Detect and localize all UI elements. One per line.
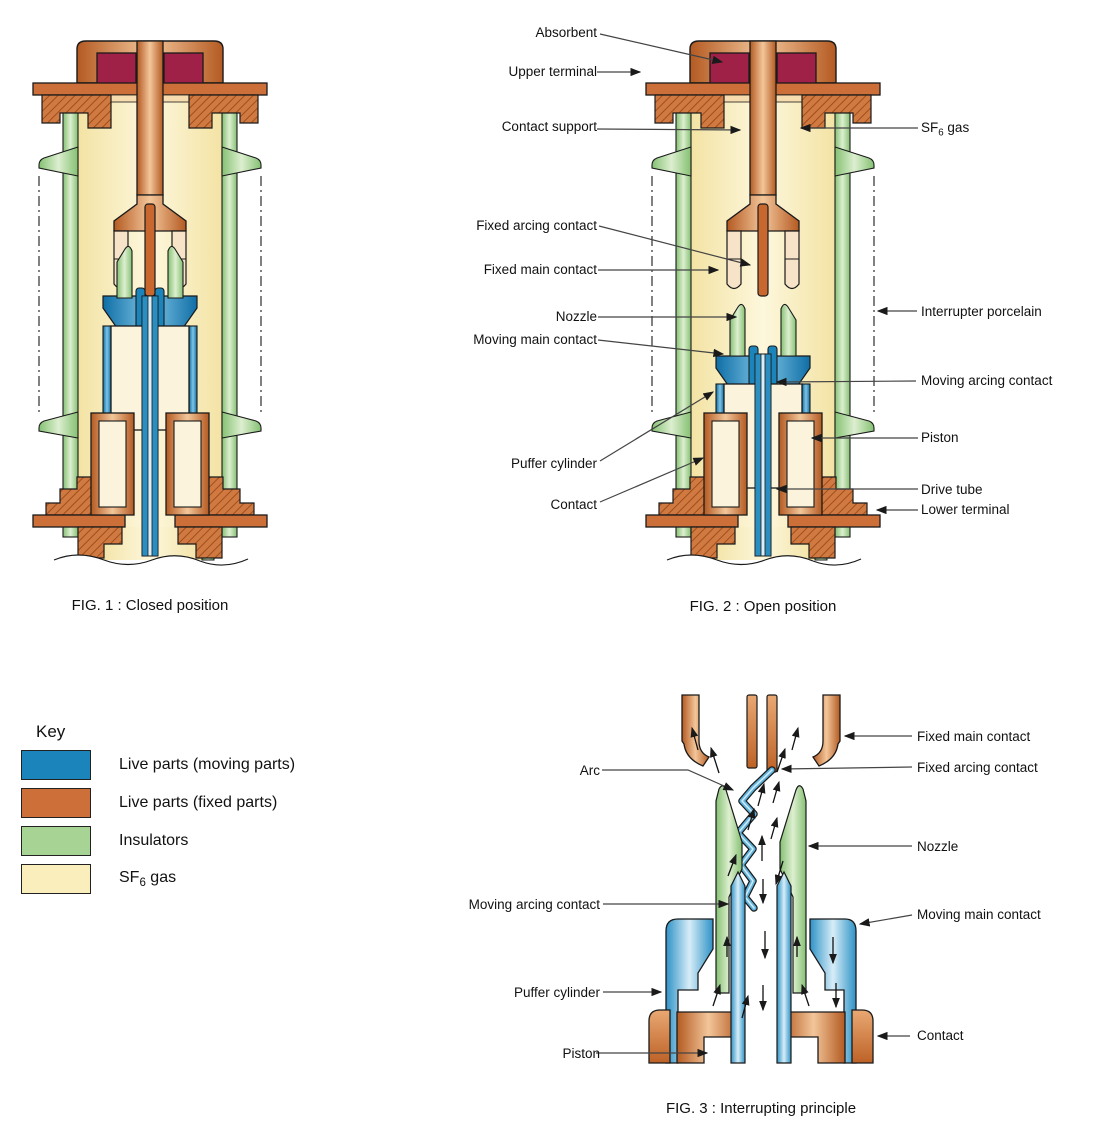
label-fig3-contact: Contact: [917, 1028, 964, 1043]
label-fig3-moving-main-contact: Moving main contact: [917, 907, 1041, 922]
label-contact: Contact: [550, 497, 597, 512]
label-interrupter-porcelain: Interrupter porcelain: [921, 304, 1042, 319]
label-fig3-puffer-cylinder: Puffer cylinder: [513, 985, 600, 1000]
label-fig3-piston: Piston: [562, 1046, 600, 1061]
label-puffer-cylinder: Puffer cylinder: [510, 456, 597, 471]
key-label-insulators: Insulators: [119, 832, 189, 849]
key-swatch-sf6-gas: [21, 864, 91, 894]
key-swatch-moving-parts: [21, 750, 91, 780]
label-upper-terminal: Upper terminal: [508, 64, 597, 79]
label-absorbent: Absorbent: [535, 25, 597, 40]
key-swatch-insulators: [21, 826, 91, 856]
gas-flow-arrows: [690, 726, 840, 1019]
legend-title: Key: [36, 722, 66, 741]
label-lower-terminal: Lower terminal: [921, 502, 1010, 517]
legend-row-insulators: Insulators: [21, 826, 341, 856]
fig3-caption: FIG. 3 : Interrupting principle: [665, 1100, 857, 1117]
fig3-interrupting-principle: [648, 694, 874, 1064]
label-fixed-arcing-contact: Fixed arcing contact: [476, 218, 597, 233]
label-moving-arcing-contact: Moving arcing contact: [921, 373, 1053, 388]
label-piston: Piston: [921, 430, 959, 445]
label-drive-tube: Drive tube: [921, 482, 983, 497]
label-fig3-nozzle: Nozzle: [917, 839, 959, 854]
key-label-fixed-parts: Live parts (fixed parts): [119, 794, 278, 811]
label-arc: Arc: [579, 763, 600, 778]
label-fixed-main-contact: Fixed main contact: [483, 262, 597, 277]
fig1-breaker-closed: [32, 40, 268, 575]
leader-lines: [596, 33, 918, 1058]
fig1-caption: FIG. 1 : Closed position: [71, 597, 229, 614]
legend-row-fixed-parts: Live parts (fixed parts): [21, 788, 341, 818]
label-nozzle: Nozzle: [555, 309, 597, 324]
label-fig3-moving-arcing-contact: Moving arcing contact: [468, 897, 600, 912]
fig2-caption: FIG. 2 : Open position: [689, 598, 837, 615]
fig2-breaker-open: [645, 40, 881, 575]
key-swatch-fixed-parts: [21, 788, 91, 818]
key-label-moving-parts: Live parts (moving parts): [119, 756, 296, 773]
legend-row-moving-parts: Live parts (moving parts): [21, 750, 341, 780]
legend-row-sf6-gas: SF6 gas: [21, 864, 341, 894]
legend: Key Live parts (moving parts) Live parts…: [21, 722, 341, 902]
label-contact-support: Contact support: [501, 119, 597, 134]
label-sf6-gas: SF6 gas: [921, 120, 970, 139]
label-moving-main-contact: Moving main contact: [473, 332, 597, 347]
label-fig3-fixed-arcing-contact: Fixed arcing contact: [917, 760, 1038, 775]
label-fig3-fixed-main-contact: Fixed main contact: [917, 729, 1031, 744]
key-label-sf6-gas: SF6 gas: [119, 868, 177, 890]
